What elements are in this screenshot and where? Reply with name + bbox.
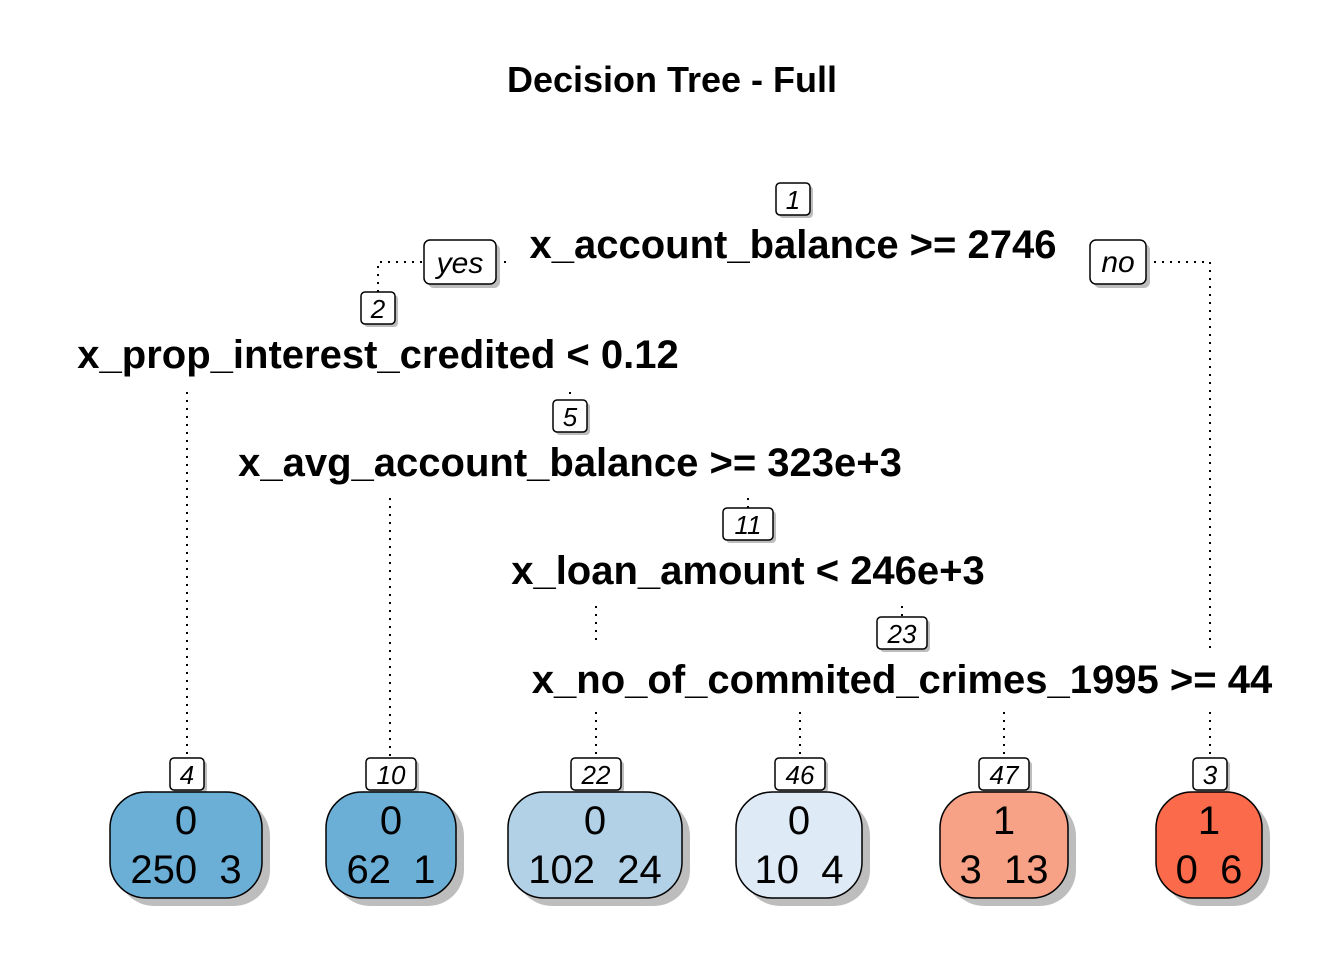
leaf-counts: 3 13 [960,848,1049,892]
branch-label-no: no [1089,239,1150,288]
leaf-class: 1 [1198,799,1220,843]
split-label: x_account_balance >= 2746 [530,223,1057,267]
leaf-node-10: 10 0 62 1 [325,757,464,906]
leaf-class: 0 [380,799,402,843]
leaf-box [507,791,683,899]
leaf-class: 1 [993,799,1015,843]
leaf-counts: 102 24 [528,848,661,892]
chart-title: Decision Tree - Full [507,59,837,100]
split-node-2: 2 x_prop_interest_credited < 0.12 [77,291,679,377]
node-id-label: 3 [1203,760,1218,790]
node-id-label: 47 [990,760,1020,790]
leaf-class: 0 [788,799,810,843]
node-id-label: 1 [786,185,800,215]
split-node-5: 5 x_avg_account_balance >= 323e+3 [238,399,902,485]
leaf-node-3: 3 1 0 6 [1155,757,1270,906]
split-node-11: 11 x_loan_amount < 246e+3 [511,507,985,593]
node-id-label: 4 [180,760,194,790]
leaf-counts: 62 1 [347,848,436,892]
leaf-node-22: 22 0 102 24 [507,757,690,906]
leaf-counts: 250 3 [130,848,241,892]
edge-1-no [1146,261,1211,650]
node-id-label: 22 [581,760,611,790]
leaf-counts: 0 6 [1176,848,1243,892]
leaf-box [325,791,457,899]
node-id-label: 5 [563,402,578,432]
leaf-node-47: 47 1 3 13 [939,757,1076,906]
leaf-box [939,791,1069,899]
leaf-box [1155,791,1263,899]
split-label: x_avg_account_balance >= 323e+3 [238,441,902,485]
leaf-counts: 10 4 [755,848,844,892]
leaf-class: 0 [175,799,197,843]
edge-1-yes [377,261,424,292]
node-id-label: 46 [786,760,815,790]
node-id-label: 2 [370,294,386,324]
branch-label-yes: yes [423,239,500,288]
leaf-node-4: 4 0 250 3 [109,757,270,906]
no-label: no [1101,246,1134,279]
node-id-label: 10 [377,760,406,790]
node-id-label: 23 [887,619,917,649]
split-label: x_prop_interest_credited < 0.12 [77,333,678,377]
leaf-box [109,791,263,899]
split-node-23: 23 x_no_of_commited_crimes_1995 >= 44 [532,616,1273,702]
leaf-class: 0 [584,799,606,843]
leaf-box [735,791,863,899]
split-label: x_loan_amount < 246e+3 [511,549,985,593]
yes-label: yes [435,247,484,280]
split-label: x_no_of_commited_crimes_1995 >= 44 [532,658,1273,702]
node-id-label: 11 [735,510,762,540]
tree-edges [186,261,1211,758]
leaf-node-46: 46 0 10 4 [735,757,870,906]
split-node-1: 1 x_account_balance >= 2746 [530,182,1057,267]
